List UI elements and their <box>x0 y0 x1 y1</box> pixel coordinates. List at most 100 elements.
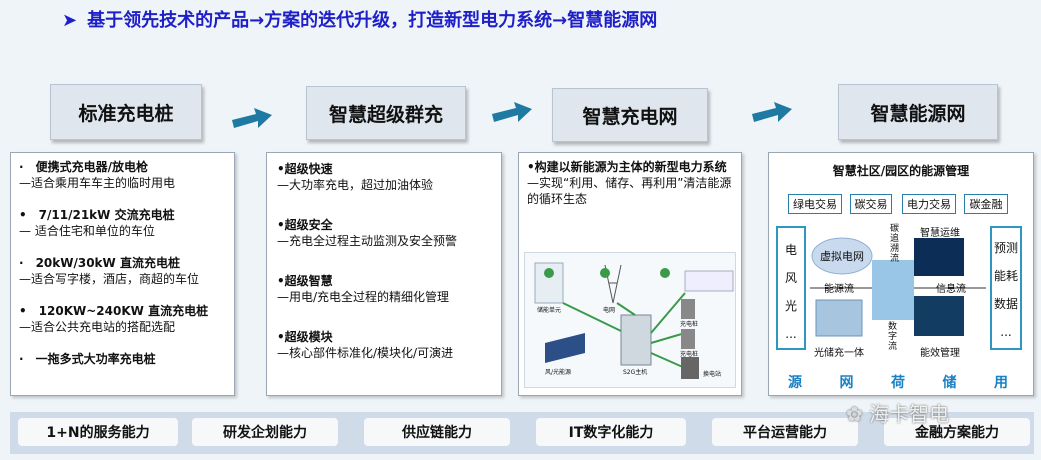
bullet: • <box>19 304 39 318</box>
item-description: — 适合住宅和单位的车位 <box>19 224 155 238</box>
capability-item: 金融方案能力 <box>884 418 1030 446</box>
bottom-label: 荷 <box>891 375 905 391</box>
list-item: •超级智慧 —用电/充电全过程的精细化管理 <box>277 273 491 305</box>
capability-bar <box>10 412 1034 454</box>
diagram-label: 换电站 <box>703 371 722 378</box>
right-arrow-icon <box>752 102 792 122</box>
item-heading: 20kW/30kW 直流充电桩 <box>35 256 180 270</box>
item-description: —适合写字楼，酒店，商超的车位 <box>19 272 200 286</box>
capability-item: 平台运营能力 <box>712 418 858 446</box>
capability-label: 供应链能力 <box>402 425 472 441</box>
charging-network-diagram: 储能单元 电网 充电桩 充电桩 风/光能源 S2G主机 换电站 <box>524 252 736 388</box>
list-item: • 7/11/21kW 交流充电桩 — 适合住宅和单位的车位 <box>19 207 226 239</box>
item-description: —核心部件标准化/模块化/可演进 <box>277 346 454 360</box>
info-flow-label: 信息流 <box>936 284 966 295</box>
list-item: •超级快速 —大功率充电，超过加油体验 <box>277 161 491 193</box>
chip-label: 碳交易 <box>854 198 888 211</box>
standard-pile-card: · 便携式充电器/放电枪 —适合乘用车车主的临时用电 • 7/11/21kW 交… <box>10 152 235 396</box>
ops-label: 智慧运维 <box>920 228 960 239</box>
capability-item: 研发企划能力 <box>192 418 338 446</box>
item-description: —适合乘用车车主的临时用电 <box>19 176 176 190</box>
list-item: · 便携式充电器/放电枪 —适合乘用车车主的临时用电 <box>19 159 226 191</box>
bullet: · <box>19 352 36 366</box>
chip-carbon-finance: 碳金融 <box>964 194 1008 214</box>
wechat-icon: ✿ <box>846 402 863 426</box>
watermark-text: 海卡智电 <box>869 402 950 426</box>
stage-super-charging: 智慧超级群充 <box>306 86 466 140</box>
item-description: —大功率充电，超过加油体验 <box>277 178 434 192</box>
right-arrow-icon <box>232 108 272 128</box>
efficiency-label: 能效管理 <box>920 348 960 359</box>
energy-management-title: 智慧社区/园区的能源管理 <box>832 164 970 178</box>
capability-label: IT数字化能力 <box>568 425 654 441</box>
item-description: —用电/充电全过程的精细化管理 <box>277 290 450 304</box>
super-charging-card: •超级快速 —大功率充电，超过加油体验 •超级安全 —充电全过程主动监测及安全预… <box>266 152 502 396</box>
item-heading: 超级模块 <box>284 330 333 344</box>
prediction-box: 预测 能耗 数据 ... <box>990 226 1022 350</box>
right-arrow-icon <box>492 102 532 122</box>
carbon-flow-label: 碳追溯流 <box>890 224 900 264</box>
item-heading: 构建以新能源为主体的新型电力系统 <box>534 160 727 174</box>
diagram-label: 电网 <box>603 307 616 314</box>
item-heading: 超级智慧 <box>284 274 333 288</box>
bottom-label: 源 <box>788 375 802 391</box>
chip-green-power: 绿电交易 <box>788 194 842 214</box>
source-label: 风 <box>784 271 797 285</box>
source-grid-load-row: 源 网 荷 储 用 <box>788 372 1008 392</box>
diagram-label: 储能单元 <box>537 307 562 314</box>
stage-energy-network: 智慧能源网 <box>838 84 998 140</box>
item-heading: 便携式充电器/放电枪 <box>35 160 148 174</box>
bullet: · <box>19 256 36 270</box>
capability-item: 供应链能力 <box>364 418 510 446</box>
bullet: · <box>19 160 36 174</box>
item-heading: 一拖多式大功率充电桩 <box>35 352 156 366</box>
source-label: ... <box>785 327 797 341</box>
stage-label: 智慧超级群充 <box>328 103 443 126</box>
item-description: —充电全过程主动监测及安全预警 <box>277 234 458 248</box>
capability-item: IT数字化能力 <box>536 418 686 446</box>
energy-diagram: 虚拟电网 能源流 信息流 碳追溯流 数字流 智慧运维 光储充一体 能效管理 <box>810 224 986 360</box>
bottom-label: 网 <box>839 375 854 391</box>
digital-flow-label: 数字流 <box>888 322 898 352</box>
watermark: ✿ 海卡智电 <box>846 398 949 427</box>
item-heading: 7/11/21kW 交流充电桩 <box>38 208 175 222</box>
chip-label: 电力交易 <box>907 198 951 211</box>
virtual-grid-label: 虚拟电网 <box>820 250 864 263</box>
diagram-label: 风/光能源 <box>545 369 572 376</box>
item-heading: 超级安全 <box>284 218 333 232</box>
chip-power-trade: 电力交易 <box>902 194 956 214</box>
source-label: 光 <box>784 299 797 313</box>
item-description: —实现“利用、储存、再利用”清洁能源的循环生态 <box>527 176 732 206</box>
diagram-label: S2G主机 <box>623 369 648 376</box>
diagram-label: 充电桩 <box>680 351 699 358</box>
triangle-bullet-icon: ➤ <box>62 10 78 31</box>
capability-item: 1+N的服务能力 <box>18 418 178 446</box>
solar-storage-label: 光储充一体 <box>814 348 864 359</box>
list-item: •超级安全 —充电全过程主动监测及安全预警 <box>277 217 491 249</box>
bottom-label: 用 <box>994 375 1008 391</box>
source-label: 电 <box>784 243 797 257</box>
chip-carbon-trade: 碳交易 <box>850 194 892 214</box>
diagram-label: 充电桩 <box>680 321 699 328</box>
stage-standard-pile: 标准充电桩 <box>50 84 202 140</box>
item-description: —适合公共充电站的搭配选配 <box>19 320 176 334</box>
list-item: · 20kW/30kW 直流充电桩 —适合写字楼，酒店，商超的车位 <box>19 255 226 287</box>
page-title-text: 基于领先技术的产品→方案的迭代升级，打造新型电力系统→智慧能源网 <box>87 10 658 31</box>
list-item: • 120KW~240KW 直流充电桩 —适合公共充电站的搭配选配 <box>19 303 226 335</box>
prediction-label: ... <box>1000 325 1012 339</box>
stage-label: 标准充电桩 <box>78 102 174 125</box>
chip-label: 绿电交易 <box>793 198 837 211</box>
list-item: •超级模块 —核心部件标准化/模块化/可演进 <box>277 329 491 361</box>
list-item: · 一拖多式大功率充电桩 <box>19 351 226 367</box>
stage-label: 智慧能源网 <box>870 102 966 125</box>
chip-label: 碳金融 <box>969 198 1003 211</box>
energy-flow-label: 能源流 <box>824 284 854 295</box>
capability-label: 平台运营能力 <box>743 425 827 441</box>
prediction-label: 数据 <box>993 297 1018 311</box>
capability-label: 金融方案能力 <box>915 425 999 441</box>
source-box: 电 风 光 ... <box>776 226 806 350</box>
bottom-label: 储 <box>942 375 957 391</box>
capability-label: 研发企划能力 <box>223 425 307 441</box>
capability-label: 1+N的服务能力 <box>46 425 150 441</box>
stage-charging-network: 智慧充电网 <box>552 88 708 142</box>
